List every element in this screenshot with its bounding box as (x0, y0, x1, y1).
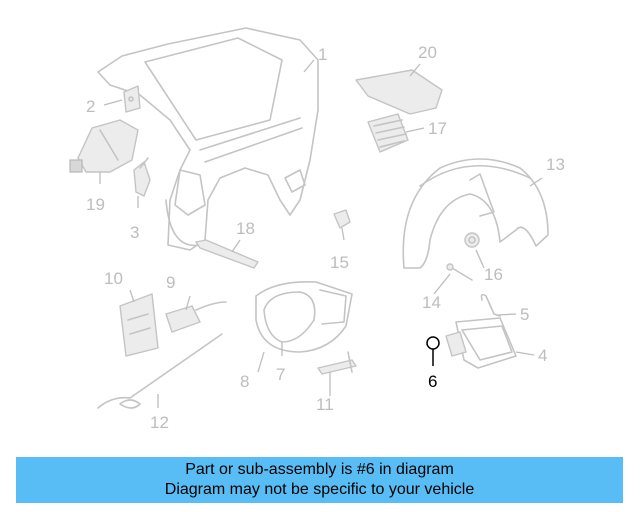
callout-2: 2 (86, 97, 95, 116)
filler-housing-part-7 (255, 280, 353, 353)
rod-part-11 (317, 351, 357, 375)
clip-part-15 (333, 209, 351, 229)
banner-disclaimer-line: Diagram may not be specific to your vehi… (164, 481, 475, 498)
callout-9: 9 (166, 273, 175, 292)
hinge-part-3 (133, 157, 151, 197)
leader-lines (99, 59, 543, 408)
callout-6: 6 (428, 372, 437, 391)
grille-part-17 (367, 113, 409, 153)
cable-part-12 (97, 333, 223, 409)
callout-8: 8 (240, 372, 249, 391)
callout-15: 15 (330, 253, 349, 272)
callout-1: 1 (318, 45, 327, 64)
callout-7: 7 (276, 365, 285, 384)
actuator-part-9 (165, 301, 227, 333)
banner-part-line: Part or sub-assembly is #6 in diagram (185, 461, 454, 478)
callout-18: 18 (236, 219, 255, 238)
parts-diagram: 1 2 3 4 5 6 7 8 9 10 11 12 13 14 15 16 1… (69, 27, 565, 432)
callout-17: 17 (428, 119, 447, 138)
screw-part-14 (446, 263, 473, 281)
callout-19: 19 (86, 195, 105, 214)
callout-14: 14 (422, 293, 441, 312)
housing-part-19 (69, 119, 139, 173)
ring-part-6 (426, 336, 440, 350)
spring-part-5 (480, 293, 501, 317)
callout-16: 16 (484, 265, 503, 284)
rail-part-18 (195, 239, 259, 269)
fuel-door-part-4 (445, 317, 517, 369)
plate-part-10 (119, 293, 159, 357)
callout-11: 11 (316, 395, 334, 414)
callout-12: 12 (150, 413, 169, 432)
quarter-panel-part (97, 27, 319, 251)
callout-3: 3 (130, 223, 139, 242)
bracket-part-2 (123, 85, 141, 113)
callout-13: 13 (546, 155, 565, 174)
callout-20: 20 (418, 43, 437, 62)
callout-4: 4 (538, 346, 547, 365)
callout-5: 5 (520, 305, 529, 324)
callout-10: 10 (104, 269, 123, 288)
info-banner: Part or sub-assembly is #6 in diagram Di… (16, 457, 623, 503)
nut-part-16 (464, 232, 480, 248)
wheel-liner-part-13 (402, 158, 549, 269)
pad-part-20 (355, 69, 443, 115)
